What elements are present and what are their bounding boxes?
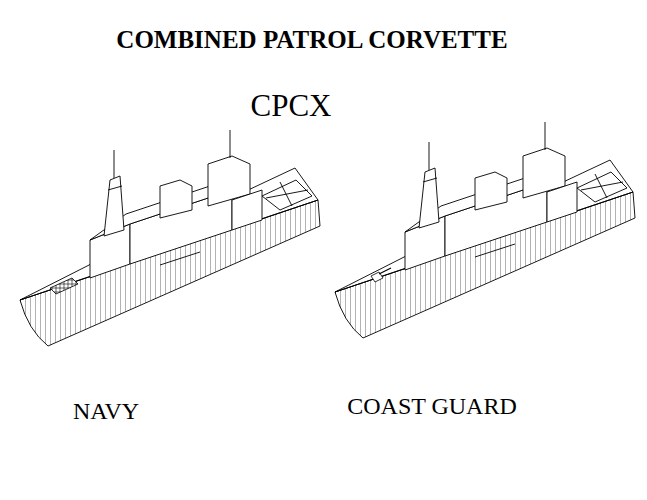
coast-guard-ship [335,122,635,338]
ship-label: COAST GUARD [347,393,517,420]
page-title: COMBINED PATROL CORVETTE [116,26,507,54]
ship-label: NAVY [73,398,139,425]
designation-label: CPCX [251,88,332,124]
navy-ship [20,130,320,346]
